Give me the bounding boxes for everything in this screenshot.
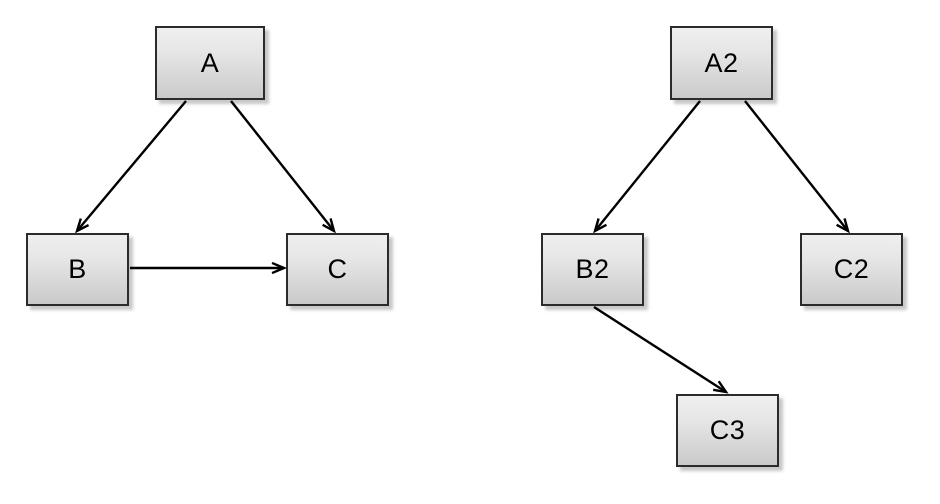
arrowhead-icon xyxy=(593,218,608,234)
node-label: B2 xyxy=(575,254,610,284)
node-c2[interactable]: C2 xyxy=(800,233,903,306)
arrowhead-icon xyxy=(836,218,850,234)
node-label: C xyxy=(327,254,348,284)
node-c[interactable]: C xyxy=(286,233,389,306)
node-label: C2 xyxy=(833,254,870,284)
edge-line xyxy=(594,100,701,232)
arrowhead-icon xyxy=(75,218,90,234)
edge-a2-to-c2 xyxy=(744,100,850,234)
arrowhead-icon xyxy=(712,380,729,394)
node-b2[interactable]: B2 xyxy=(541,233,644,306)
node-label: C3 xyxy=(709,415,746,445)
node-label: B xyxy=(68,254,87,284)
edge-a-to-c xyxy=(230,100,336,234)
edge-line xyxy=(593,305,727,394)
node-label: A xyxy=(200,47,220,78)
node-label: A2 xyxy=(704,47,739,78)
edge-line xyxy=(76,100,187,232)
edge-b2-to-c3 xyxy=(593,305,729,394)
edge-line xyxy=(230,100,335,232)
edge-a-to-b xyxy=(75,100,187,234)
arrowhead-icon xyxy=(271,261,288,275)
node-a2[interactable]: A2 xyxy=(670,26,773,100)
edge-line xyxy=(744,100,849,232)
node-a[interactable]: A xyxy=(155,26,265,100)
edge-b-to-c xyxy=(130,261,288,275)
edge-a2-to-b2 xyxy=(593,100,701,234)
node-c3[interactable]: C3 xyxy=(676,394,779,467)
arrowhead-icon xyxy=(322,218,336,234)
node-b[interactable]: B xyxy=(26,233,129,306)
